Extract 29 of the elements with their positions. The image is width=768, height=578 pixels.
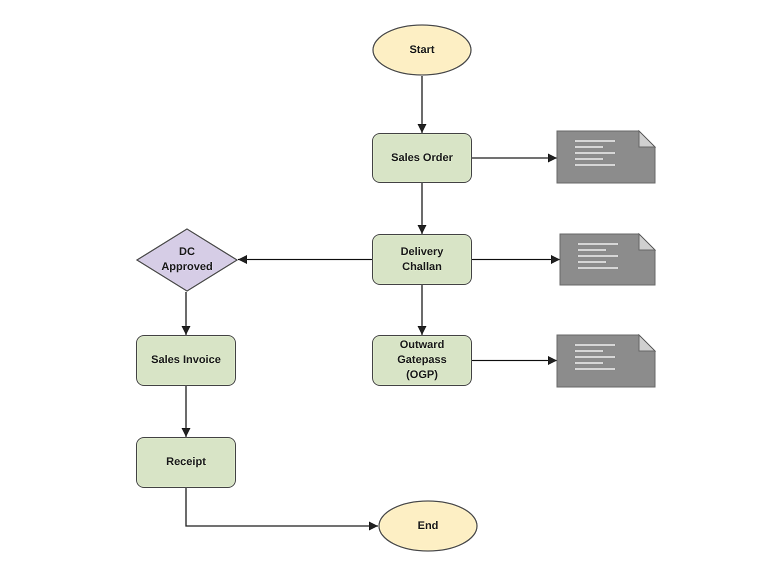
arrow [418, 76, 426, 133]
arrow [418, 183, 426, 234]
arrow [238, 255, 372, 264]
arrow [418, 285, 426, 335]
document-icon [557, 335, 655, 387]
process-box [372, 133, 472, 183]
node-label: Outward Gatepass (OGP) [396, 338, 448, 383]
node-label: End [416, 518, 440, 534]
node-label: Sales Invoice [150, 353, 222, 368]
document-icon [560, 234, 655, 285]
document-icon [557, 131, 655, 183]
node-label: Receipt [165, 455, 207, 470]
process-box [136, 335, 236, 386]
arrow [472, 255, 560, 264]
node-label: Sales Order [390, 150, 454, 166]
node-label: Start [408, 42, 436, 58]
process-box [372, 335, 472, 386]
arrow [472, 356, 557, 365]
process-box [136, 437, 236, 488]
terminal-ellipse [378, 500, 478, 552]
arrow [182, 386, 190, 437]
process-box [372, 234, 472, 285]
arrow [472, 154, 557, 162]
terminal-ellipse [372, 24, 472, 76]
arrow [182, 292, 190, 335]
node-label: DC Approved [160, 245, 214, 275]
node-label: Delivery Challan [400, 244, 444, 274]
arrow [185, 488, 378, 530]
decision-diamond [136, 228, 238, 292]
